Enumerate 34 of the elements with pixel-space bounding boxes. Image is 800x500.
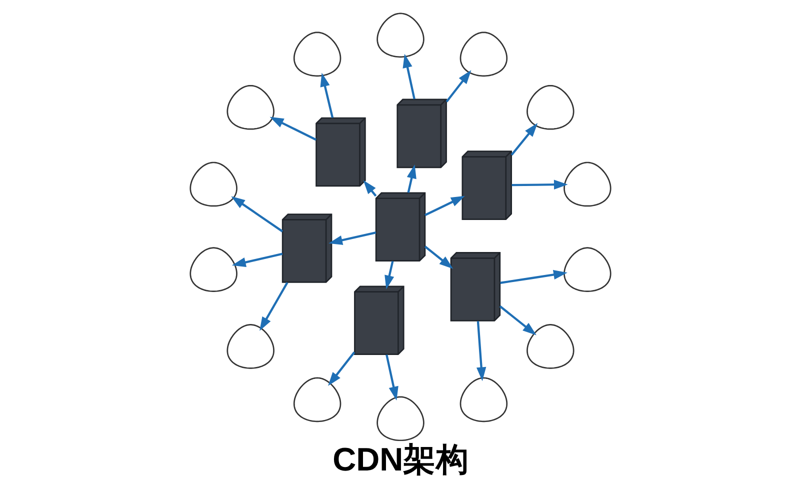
arrow — [500, 270, 567, 284]
node-person — [189, 247, 237, 292]
arrow — [402, 54, 415, 100]
node-person — [189, 162, 237, 207]
arrow — [406, 164, 416, 193]
arrow — [424, 196, 464, 216]
arrow — [498, 305, 536, 336]
arrow — [259, 282, 288, 331]
node-person — [563, 162, 611, 207]
node-person — [226, 84, 274, 130]
node-person — [226, 324, 274, 369]
arrow — [385, 354, 398, 401]
node-person — [292, 377, 341, 422]
caption: CDN架构 — [332, 440, 469, 478]
node-person — [376, 12, 424, 58]
arrow — [445, 70, 471, 102]
arrow — [476, 321, 486, 382]
node-person — [563, 247, 611, 292]
node-person — [526, 324, 574, 369]
arrow — [328, 231, 376, 245]
arrow — [511, 180, 568, 190]
arrow — [230, 196, 283, 232]
node-person — [376, 396, 424, 442]
arrow — [510, 123, 538, 156]
node-person — [526, 84, 574, 130]
node-person — [459, 32, 508, 77]
arrow — [384, 260, 394, 290]
arrow — [328, 352, 355, 386]
node-person — [292, 32, 341, 77]
arrow — [231, 252, 282, 268]
arrow — [320, 72, 334, 118]
node-person — [459, 377, 508, 422]
arrow — [269, 116, 316, 141]
arrow — [424, 246, 453, 269]
